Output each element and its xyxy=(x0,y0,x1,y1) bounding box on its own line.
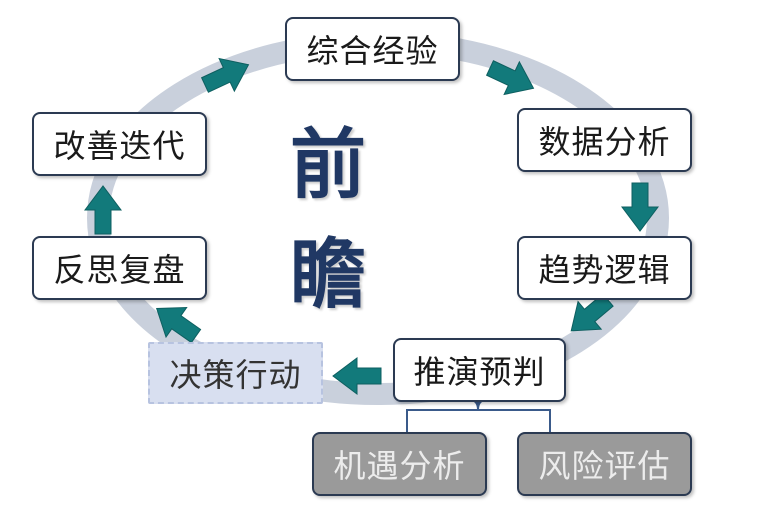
node-risk-assessment: 风险评估 xyxy=(517,432,692,496)
node-synthesis: 综合经验 xyxy=(285,17,460,81)
arrow-to-trend-logic xyxy=(621,182,659,232)
arrow-to-decision-action xyxy=(332,357,382,395)
node-opportunity-analysis: 机遇分析 xyxy=(312,432,487,496)
arrow-to-review xyxy=(155,306,202,344)
center-title: 前 瞻 xyxy=(290,120,400,319)
arrow-to-data-analysis xyxy=(485,60,535,96)
node-projection: 推演预判 xyxy=(393,338,566,402)
node-decision-action: 决策行动 xyxy=(148,342,323,404)
node-data-analysis: 数据分析 xyxy=(517,108,692,172)
node-review: 反思复盘 xyxy=(32,236,207,300)
node-improve-iterate: 改善迭代 xyxy=(32,112,207,176)
node-trend-logic: 趋势逻辑 xyxy=(517,236,692,300)
cycle-arrows xyxy=(84,57,659,395)
arrow-to-improve-iterate xyxy=(84,185,122,235)
arrow-to-synthesis xyxy=(200,57,250,93)
